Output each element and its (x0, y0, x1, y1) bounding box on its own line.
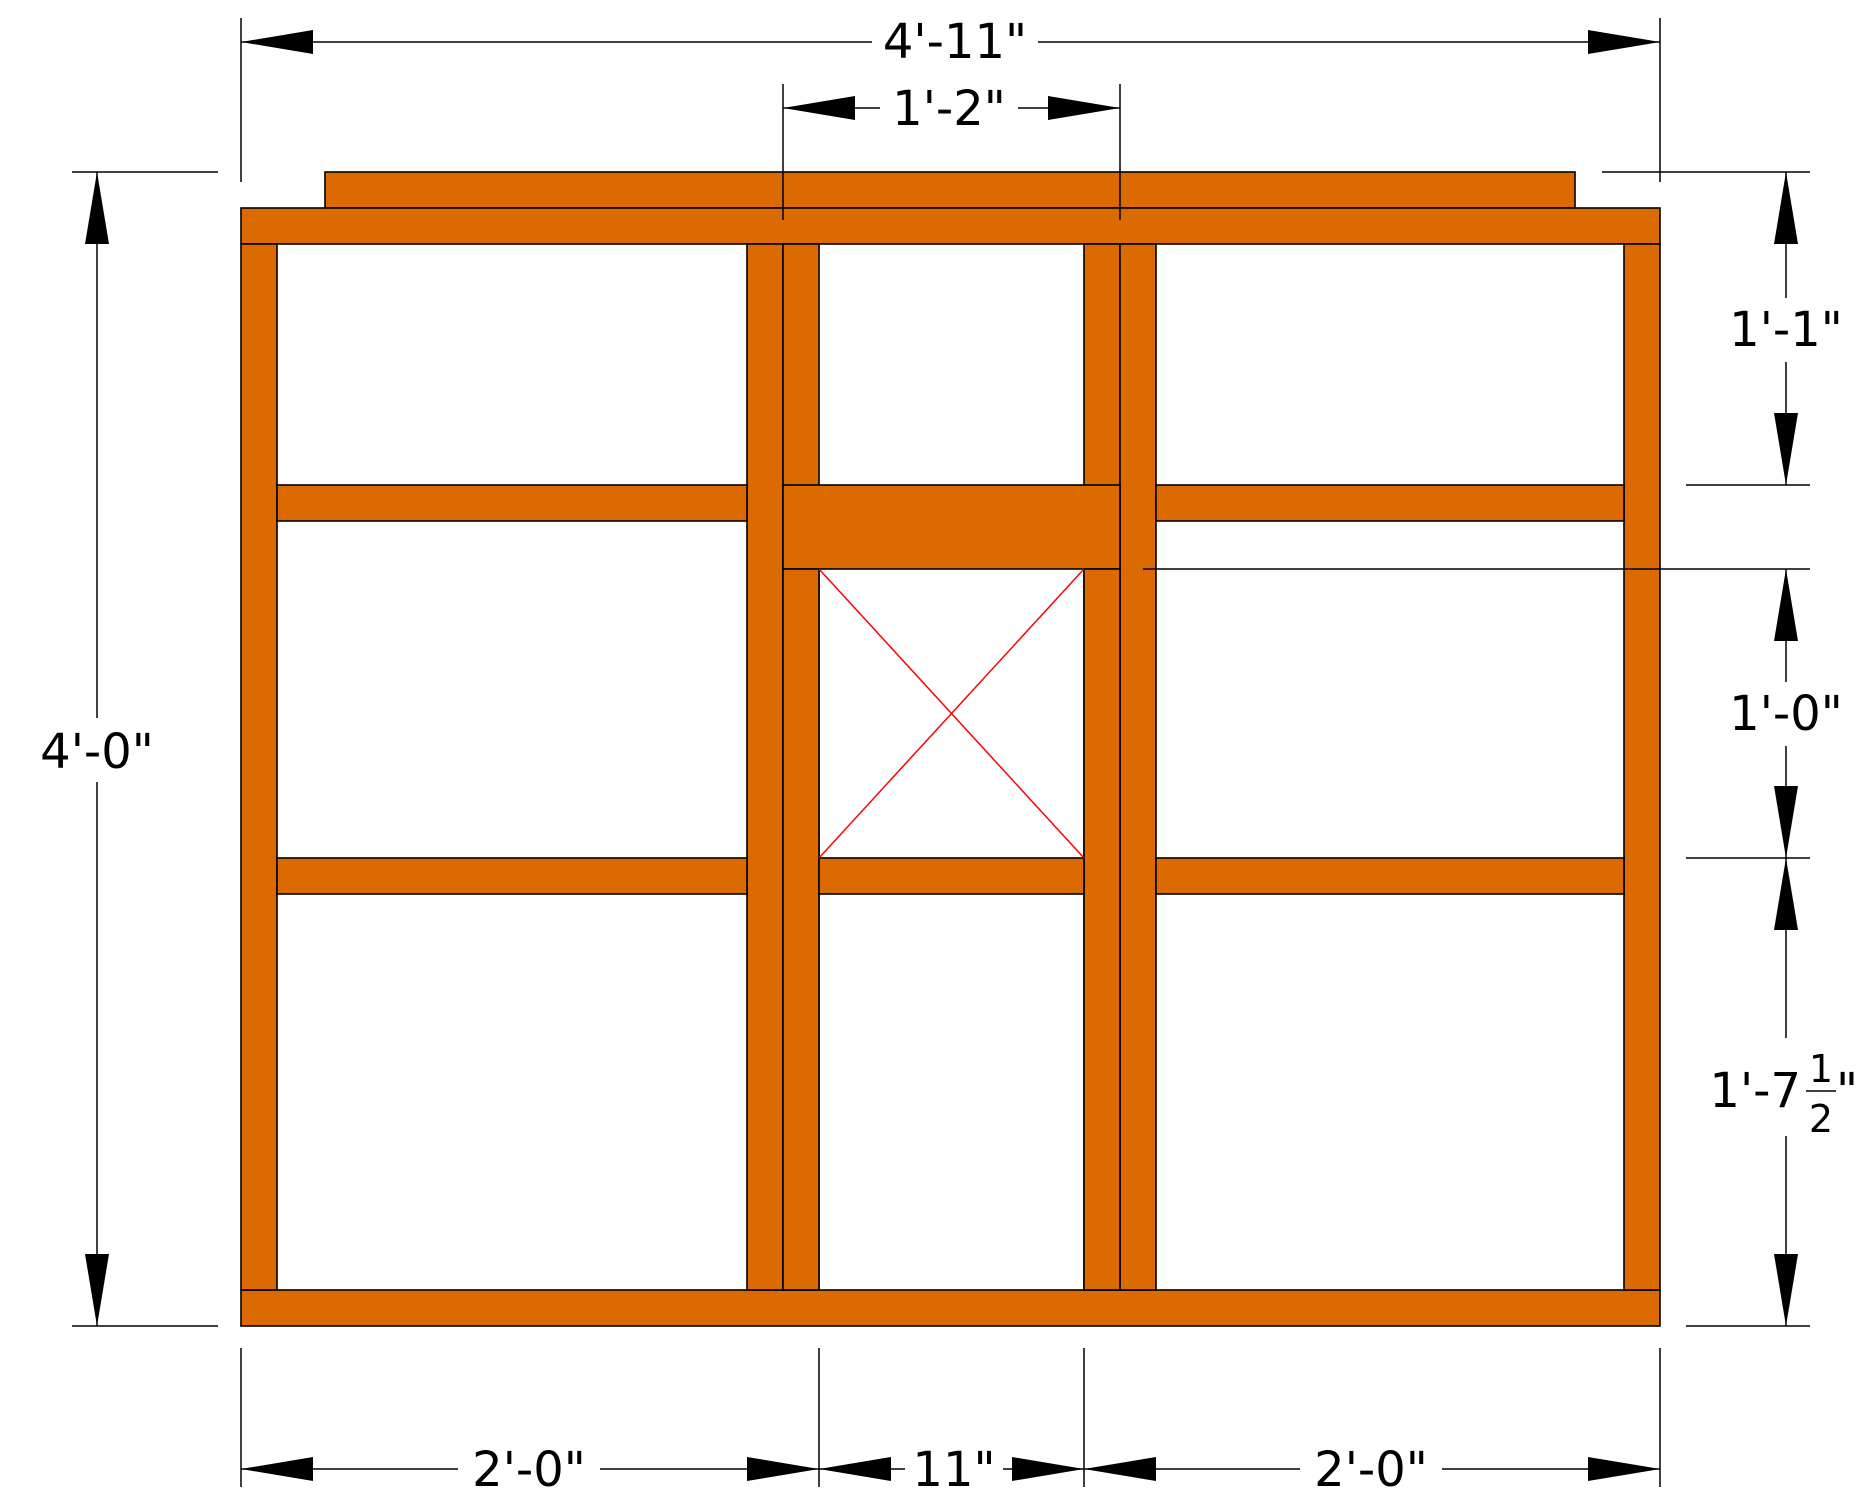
arrowhead-left (819, 1457, 891, 1481)
dim-opening-height: 1'-0" (1729, 569, 1843, 858)
arrowhead-left (783, 96, 855, 120)
extension-lines (72, 18, 1810, 1487)
arrowhead-up (1774, 858, 1798, 930)
dim-label-overall-width: 4'-11" (883, 14, 1027, 70)
arrowhead-down (85, 1254, 109, 1326)
left-jack-stud (782, 568, 820, 1291)
arrowhead-down (1774, 786, 1798, 858)
lower-left-blocking (276, 857, 748, 895)
bottom-plate (240, 1289, 1661, 1327)
rough-opening-cross (818, 568, 1085, 859)
arrowhead-down (1774, 1254, 1798, 1326)
dim-label-right-bay-width: 2'-0" (1314, 1442, 1428, 1493)
header (782, 484, 1121, 570)
arrowhead-right (1012, 1457, 1084, 1481)
dim-fraction-numerator: 1 (1809, 1047, 1833, 1091)
arrowhead-right (1588, 30, 1660, 54)
dim-right-bay-width: 2'-0" (1084, 1442, 1660, 1493)
upper-right-blocking (1155, 484, 1625, 522)
wall-frame (240, 171, 1661, 1327)
arrowhead-down (1774, 413, 1798, 485)
lower-right-blocking (1155, 857, 1625, 895)
dim-label-left-bay-width: 2'-0" (472, 1442, 586, 1493)
dim-center-bay-width: 1'-2" (783, 81, 1120, 137)
top-plate (240, 207, 1661, 245)
dim-label-center-bay-width: 1'-2" (892, 81, 1006, 137)
dim-label-top-to-upper-rail: 1'-1" (1729, 302, 1843, 358)
dim-overall-height: 4'-0" (40, 172, 154, 1326)
dim-overall-width: 4'-11" (241, 14, 1660, 70)
arrowhead-up (1774, 172, 1798, 244)
cap-plate (324, 171, 1576, 209)
right-end-stud (1623, 243, 1661, 1291)
right-king-stud-outer (1119, 243, 1157, 1291)
arrowhead-up (1774, 569, 1798, 641)
left-king-stud-outer (746, 243, 784, 1291)
arrowhead-left (241, 30, 313, 54)
arrowhead-right (747, 1457, 819, 1481)
dim-left-bay-width: 2'-0" (241, 1442, 819, 1493)
dim-fraction-denominator: 2 (1809, 1097, 1833, 1141)
sill (818, 857, 1085, 895)
dim-label-lower-rail-to-bottom: 1'-7 (1709, 1063, 1801, 1119)
dim-lower-rail-to-bottom: 1'-7 1 2 " (1709, 858, 1856, 1326)
dim-label-opening-width: 11" (912, 1442, 995, 1493)
dim-label-opening-height: 1'-0" (1729, 686, 1843, 742)
arrowhead-left (241, 1457, 313, 1481)
dim-top-to-upper-rail: 1'-1" (1729, 172, 1843, 485)
arrowhead-right (1588, 1457, 1660, 1481)
right-jack-stud (1083, 568, 1121, 1291)
upper-left-blocking (276, 484, 748, 522)
left-end-stud (240, 243, 278, 1291)
dim-label-overall-height: 4'-0" (40, 724, 154, 780)
dim-opening-width: 11" (819, 1442, 1084, 1493)
dim-inch-mark: " (1836, 1063, 1856, 1119)
arrowhead-right (1048, 96, 1120, 120)
arrowhead-left (1084, 1457, 1156, 1481)
arrowhead-up (85, 172, 109, 244)
